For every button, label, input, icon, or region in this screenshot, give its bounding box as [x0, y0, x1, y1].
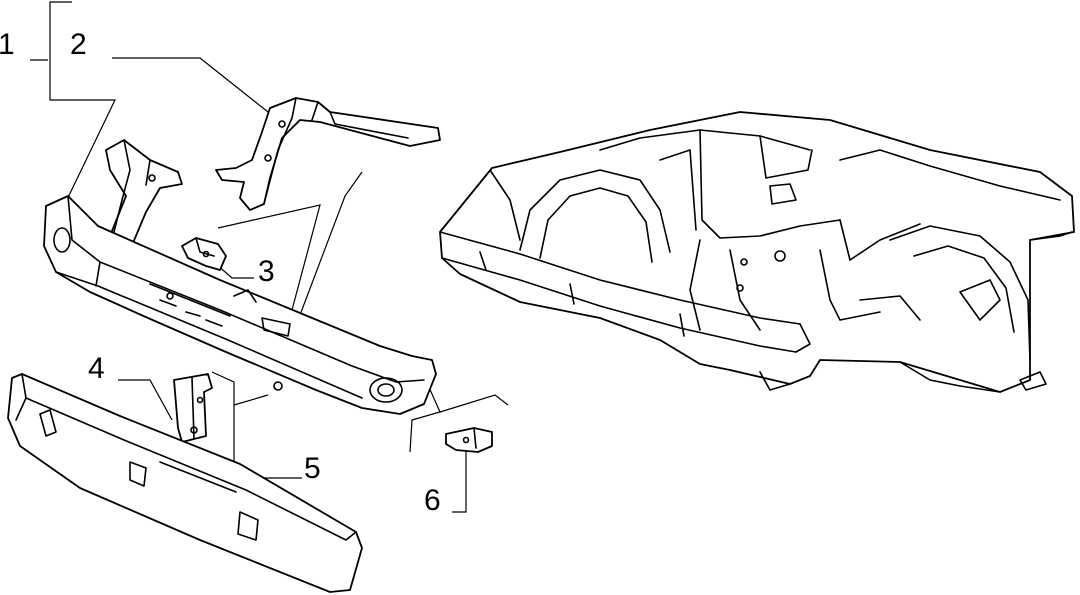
callout-5: 5 — [304, 452, 321, 485]
part-5-bumper-bar — [7, 373, 363, 593]
callout-4: 4 — [88, 352, 105, 385]
part-1-front-crossmember — [43, 139, 437, 415]
car-body-shell — [439, 111, 1075, 393]
callout-1: 1 — [0, 28, 15, 61]
part-6-clip — [445, 427, 493, 453]
callout-3: 3 — [258, 255, 275, 288]
part-3-clip — [181, 237, 227, 271]
callout-6: 6 — [424, 484, 441, 517]
part-2-upper-bracket — [215, 97, 441, 211]
part-4-bracket — [173, 373, 213, 443]
callout-2: 2 — [70, 28, 87, 61]
leader-lines — [30, 1, 509, 513]
